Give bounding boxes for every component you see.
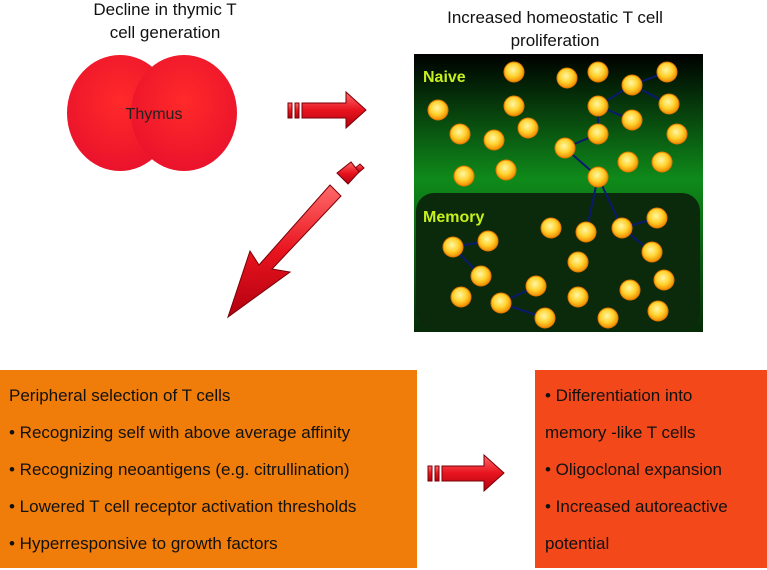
thymus-shape [67, 55, 237, 171]
right-arrow-bottom [427, 453, 505, 493]
t-cell [450, 286, 472, 308]
memory-label: Memory [423, 209, 484, 226]
peripheral-line: • Recognizing neoantigens (e.g. citrulli… [9, 460, 350, 479]
t-cell [525, 275, 547, 297]
t-cell [503, 95, 525, 117]
outcome-line: potential [545, 534, 610, 553]
peripheral-line: • Hyperresponsive to growth factors [9, 534, 278, 553]
t-cell [534, 307, 556, 329]
t-cell [617, 151, 639, 173]
t-cell [587, 95, 609, 117]
outcome-line: • Differentiation into [545, 386, 693, 405]
t-cell [651, 151, 673, 173]
caption-line: Decline in thymic T [93, 0, 237, 19]
t-cell [619, 279, 641, 301]
proliferation-caption: Increased homeostatic T cell proliferati… [410, 6, 700, 52]
peripheral-selection-box: Peripheral selection of T cells • Recogn… [0, 370, 417, 568]
outcome-line: • Increased autoreactive [545, 497, 728, 516]
t-cell [503, 61, 525, 83]
t-cell [490, 292, 512, 314]
t-cell [621, 74, 643, 96]
naive-label: Naive [423, 69, 466, 86]
t-cell [470, 265, 492, 287]
t-cell [587, 61, 609, 83]
outcome-line: memory -like T cells [545, 423, 696, 442]
t-cell [567, 251, 589, 273]
t-cell [597, 307, 619, 329]
right-arrow-top [287, 90, 367, 130]
t-cell [666, 123, 688, 145]
thymus-label: Thymus [126, 106, 183, 123]
thymus-decline-caption: Decline in thymic T cell generation [50, 0, 280, 44]
peripheral-line: • Recognizing self with above average af… [9, 423, 351, 442]
t-cell [647, 300, 669, 322]
outcome-line: • Oligoclonal expansion [545, 460, 723, 479]
t-cell [554, 137, 576, 159]
t-cell [621, 109, 643, 131]
diagonal-arrow [227, 161, 365, 319]
t-cells [427, 61, 688, 329]
t-cell [517, 117, 539, 139]
t-cell [442, 236, 464, 258]
t-cell [656, 61, 678, 83]
caption-line: proliferation [510, 31, 600, 50]
peripheral-line: Peripheral selection of T cells [9, 386, 231, 405]
t-cell [587, 166, 609, 188]
t-cell [575, 221, 597, 243]
t-cell [587, 123, 609, 145]
peripheral-line: • Lowered T cell receptor activation thr… [9, 497, 357, 516]
t-cell [646, 207, 668, 229]
t-cell [653, 269, 675, 291]
t-cell [556, 67, 578, 89]
t-cell [540, 217, 562, 239]
t-cell [611, 217, 633, 239]
t-cell [477, 230, 499, 252]
t-cell [427, 99, 449, 121]
caption-line: Increased homeostatic T cell [447, 8, 663, 27]
t-cell [449, 123, 471, 145]
t-cell [483, 129, 505, 151]
t-cell [453, 165, 475, 187]
t-cell [658, 93, 680, 115]
outcomes-box: • Differentiation into memory -like T ce… [535, 370, 767, 568]
t-cell [495, 159, 517, 181]
t-cell [567, 286, 589, 308]
caption-line: cell generation [109, 23, 221, 42]
t-cell [641, 241, 663, 263]
